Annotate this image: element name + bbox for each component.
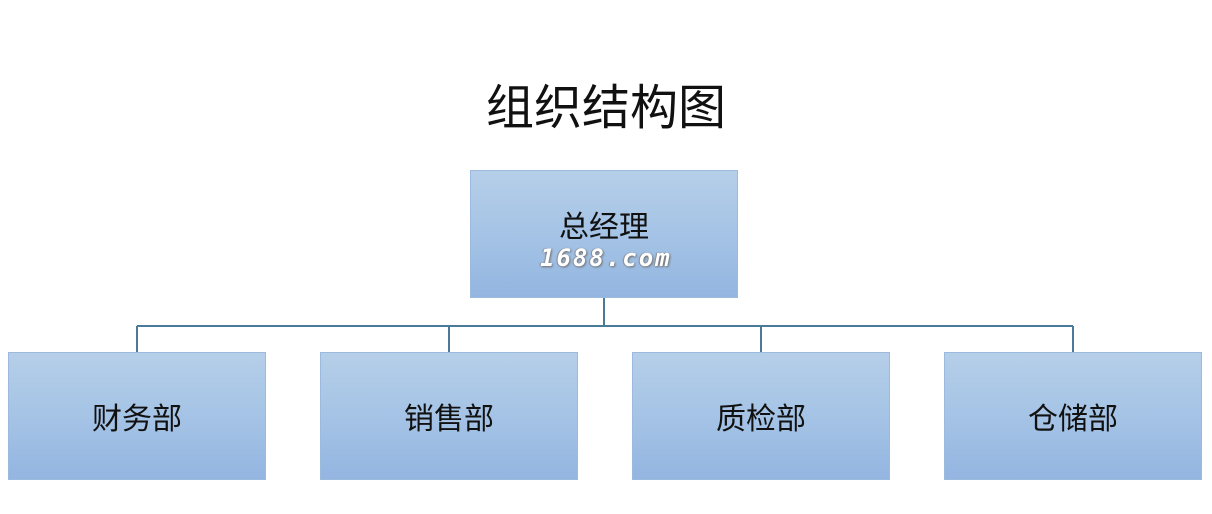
diagram-title: 组织结构图 — [485, 80, 726, 136]
node-warehouse-department-label: 仓储部 — [1028, 402, 1118, 437]
node-general-manager[interactable]: 总经理 — [470, 170, 738, 298]
node-sales-department-label: 销售部 — [404, 402, 494, 437]
node-finance-department[interactable]: 财务部 — [8, 352, 266, 480]
node-sales-department[interactable]: 销售部 — [320, 352, 578, 480]
node-quality-department-label: 质检部 — [716, 402, 806, 437]
node-warehouse-department[interactable]: 仓储部 — [944, 352, 1202, 480]
watermark-logo: 1688.com — [540, 244, 672, 272]
node-quality-department[interactable]: 质检部 — [632, 352, 890, 480]
node-finance-department-label: 财务部 — [92, 402, 182, 437]
node-general-manager-label: 总经理 — [559, 210, 649, 245]
